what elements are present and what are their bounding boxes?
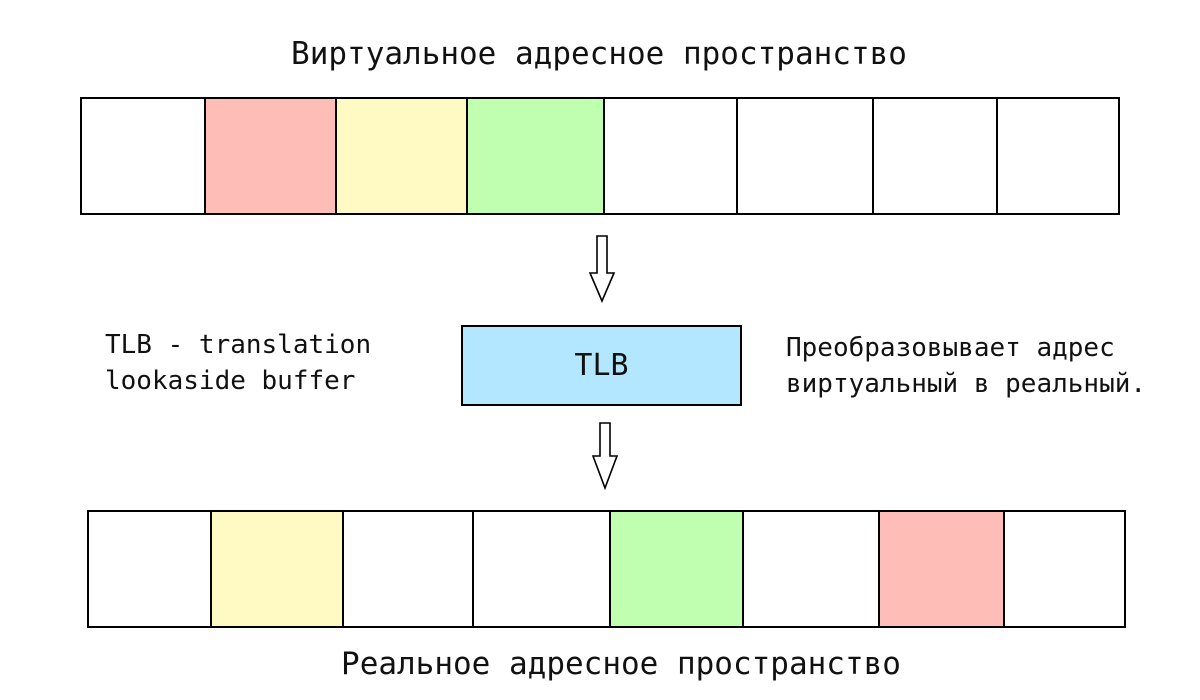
virtual-page-cell [337,99,468,213]
virtual-page-cell [874,99,998,213]
arrow-down-icon [589,235,615,303]
virtual-page-cell [998,99,1118,213]
tlb-definition-line1: TLB - translation [105,330,372,360]
virtual-page-cell [738,99,874,213]
virtual-page-cell [206,99,337,213]
virtual-page-cell [82,99,206,213]
real-page-cell [880,512,1005,626]
virtual-page-cell [468,99,605,213]
tlb-definition: TLB - translation lookaside buffer [105,327,371,399]
real-page-cell [89,512,212,626]
real-space-title: Реальное адресное пространство [341,646,901,682]
real-page-cell [344,512,474,626]
real-page-cell [611,512,744,626]
real-page-cell [1005,512,1124,626]
real-page-cell [474,512,611,626]
tlb-description-line2: виртуальный в реальный. [786,369,1147,399]
tlb-description: Преобразовывает адрес виртуальный в реал… [786,330,1146,402]
tlb-label: TLB [574,348,629,383]
virtual-address-space [80,97,1120,215]
real-address-space [87,510,1126,628]
tlb-description-line1: Преобразовывает адрес [786,333,1115,363]
arrow-down-icon [592,422,618,490]
tlb-definition-line2: lookaside buffer [105,366,356,396]
real-page-cell [744,512,880,626]
virtual-page-cell [605,99,738,213]
tlb-box: TLB [461,325,742,406]
real-page-cell [212,512,344,626]
virtual-space-title: Виртуальное адресное пространство [291,36,907,72]
